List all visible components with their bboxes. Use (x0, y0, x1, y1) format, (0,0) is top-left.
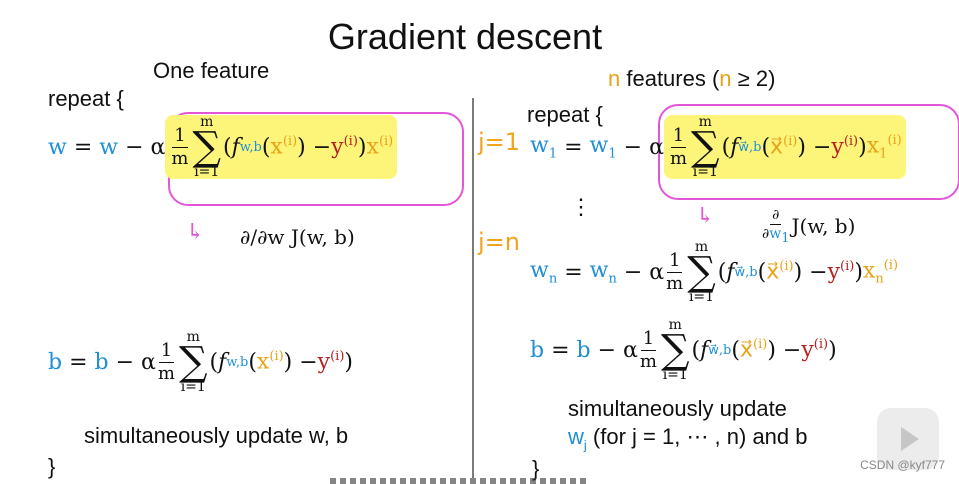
left-derivative: ∂/∂w J(w, b) (240, 225, 355, 249)
right-repeat: repeat { (527, 102, 603, 127)
right-simultaneous-detail: wj (for j = 1, ⋯ , n) and b (568, 424, 808, 453)
slide-title: Gradient descent (327, 16, 603, 57)
jn-annotation: j=n (478, 228, 520, 256)
play-icon (901, 427, 919, 451)
right-close-brace: } (532, 456, 540, 481)
left-repeat: repeat { (48, 86, 124, 111)
j1-annotation: j=1 (478, 128, 521, 156)
right-arrow-icon: ↳ (696, 204, 715, 229)
left-arrow-icon: ↳ (186, 220, 205, 245)
watermark: CSDN @kyf777 (860, 458, 945, 472)
one-feature-heading: One feature (153, 58, 270, 83)
right-vertical-dots: ⋮ (570, 195, 592, 220)
left-simultaneous: simultaneously update w, b (84, 423, 349, 448)
left-close-brace: } (48, 454, 56, 479)
subtitle-strip (330, 478, 590, 484)
column-divider (472, 98, 474, 478)
play-button[interactable] (877, 408, 939, 470)
right-simultaneous: simultaneously update (568, 396, 787, 421)
right-derivative: ∂∂w1 J(w, b) (762, 207, 856, 246)
n-features-heading: n features (n ≥ 2) (608, 66, 776, 91)
